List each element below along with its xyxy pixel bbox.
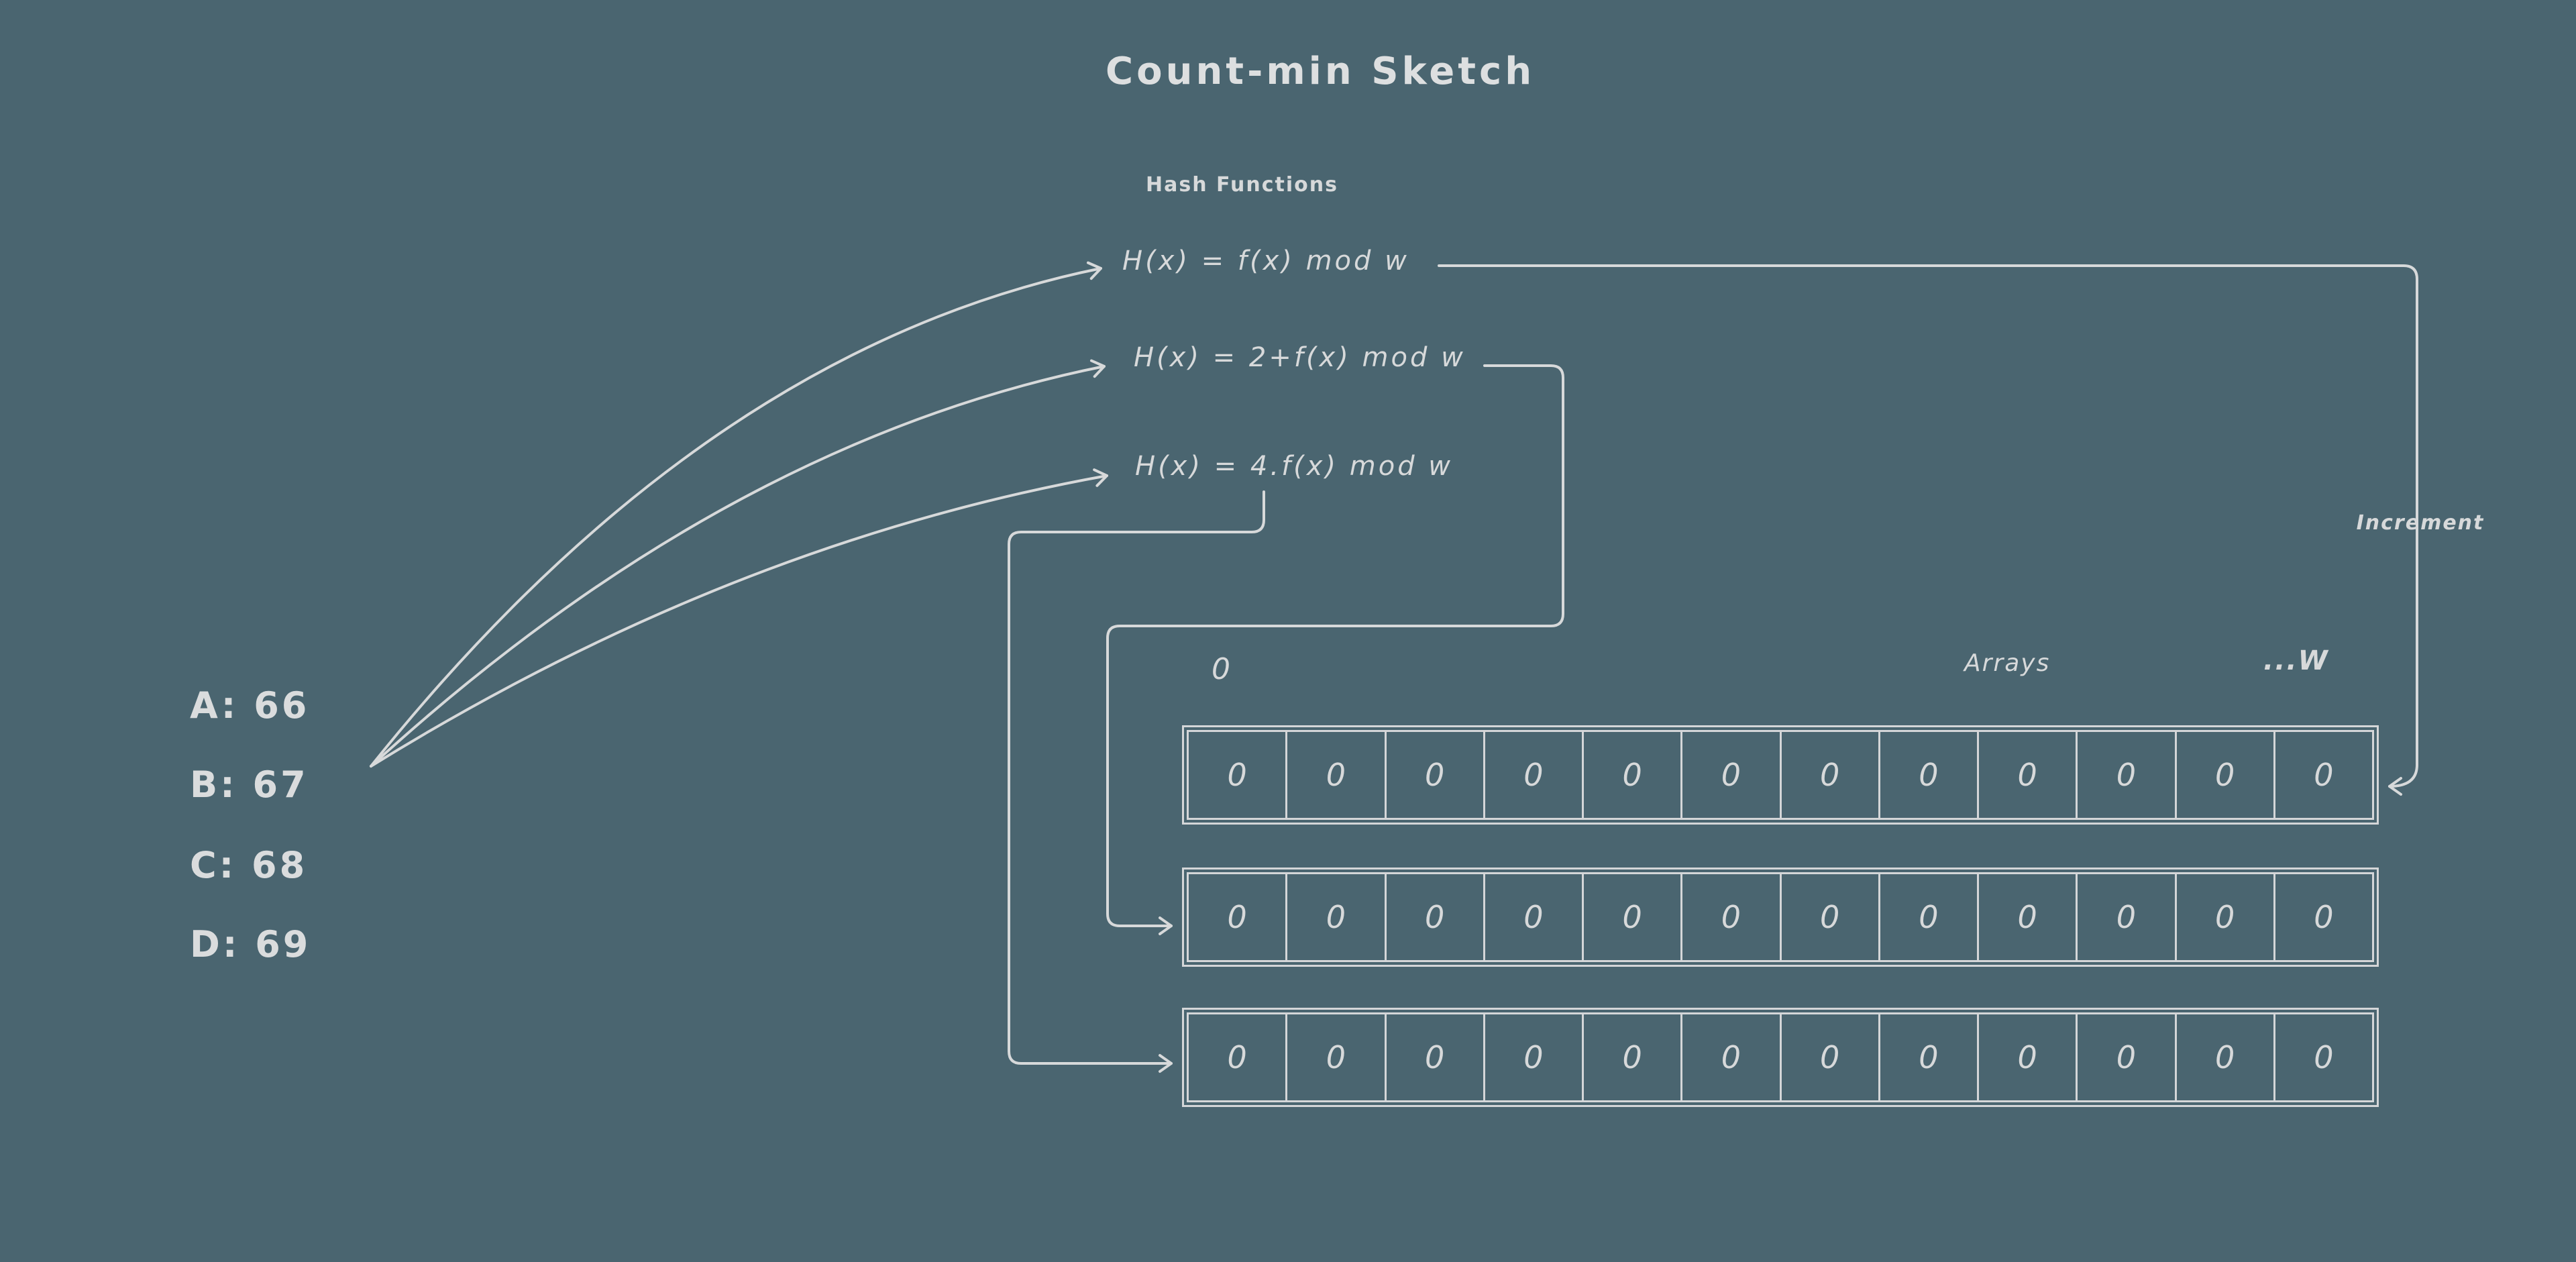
array-cell: 0 [2177, 1014, 2275, 1100]
connector-hash1-to-array1 [1438, 264, 2418, 796]
array-cell: 0 [2078, 732, 2177, 818]
connector-hash2-to-array2 [1106, 364, 1564, 935]
array-row-1-cells: 0 0 0 0 0 0 0 0 0 0 0 0 [1187, 730, 2374, 820]
array-row-2: 0 0 0 0 0 0 0 0 0 0 0 0 [1182, 867, 2379, 967]
array-cell: 0 [1782, 874, 1880, 960]
array-index-zero-label: 0 [1212, 652, 1230, 686]
hash-function-formula-2: H(x) = 2+f(x) mod w [1134, 342, 1466, 373]
array-cell: 0 [2314, 1039, 2334, 1075]
array-cell: 0 [1387, 1014, 1485, 1100]
array-cell: 0 [1880, 732, 1979, 818]
array-cell: 0 [1682, 1014, 1782, 1100]
array-cell: 0 [1682, 732, 1782, 818]
input-item-c: C: 68 [190, 844, 308, 886]
array-cell: 0 [1387, 874, 1485, 960]
array-cell: 0 [1287, 1014, 1387, 1100]
array-cell: 0 [2177, 874, 2275, 960]
arrow-inputs-to-hash-2 [370, 359, 1106, 768]
array-cell: 0 [1485, 732, 1584, 818]
array-cell: 0 [1485, 874, 1584, 960]
connector-hash3-to-array3 [1008, 490, 1265, 1073]
array-cell: 0 [1387, 732, 1485, 818]
array-row-1: 0 0 0 0 0 0 0 0 0 0 0 0 [1182, 725, 2379, 825]
input-item-a: A: 66 [190, 684, 310, 727]
array-cell: 0 [1979, 732, 2078, 818]
array-cell: 0 [1782, 1014, 1880, 1100]
array-cell: 0 [1880, 874, 1979, 960]
array-cell: 0 [2314, 899, 2334, 935]
array-cell: 0 [2314, 757, 2334, 793]
hash-functions-heading: Hash Functions [1146, 173, 1338, 197]
array-cell: 0 [1682, 874, 1782, 960]
array-cell: 0 [1584, 1014, 1683, 1100]
diagram-title: Count-min Sketch [1106, 50, 1536, 93]
array-cell: 0 [1880, 1014, 1979, 1100]
input-item-d: D: 69 [190, 923, 311, 965]
array-cell: 0 [1584, 732, 1683, 818]
array-row-3: 0 0 0 0 0 0 0 0 0 0 0 0 [1182, 1008, 2379, 1107]
arrow-inputs-to-hash-3 [370, 468, 1108, 768]
array-cell: 0 [2078, 1014, 2177, 1100]
array-cell: 0 [1782, 732, 1880, 818]
array-cell: 0 [2078, 874, 2177, 960]
array-cell: 0 [1189, 732, 1288, 818]
hash-function-formula-3: H(x) = 4.f(x) mod w [1135, 451, 1454, 482]
arrays-label: Arrays [1964, 649, 2051, 677]
array-cell: 0 [1485, 1014, 1584, 1100]
array-cell: 0 [1189, 874, 1288, 960]
array-cell: 0 [1979, 874, 2078, 960]
increment-label: Increment [2356, 511, 2485, 535]
array-cell: 0 [1979, 1014, 2078, 1100]
array-cell: 0 [1287, 874, 1387, 960]
arrow-inputs-to-hash-1 [370, 261, 1102, 768]
array-cell: 0 [1189, 1014, 1288, 1100]
array-row-2-cells: 0 0 0 0 0 0 0 0 0 0 0 0 [1187, 872, 2374, 962]
array-width-label: ...W [2263, 645, 2329, 676]
array-cell: 0 [2177, 732, 2275, 818]
array-row-3-cells: 0 0 0 0 0 0 0 0 0 0 0 0 [1187, 1012, 2374, 1102]
input-item-b: B: 67 [190, 764, 309, 806]
array-cell: 0 [1287, 732, 1387, 818]
hash-function-formula-1: H(x) = f(x) mod w [1122, 246, 1409, 276]
array-cell: 0 [1584, 874, 1683, 960]
